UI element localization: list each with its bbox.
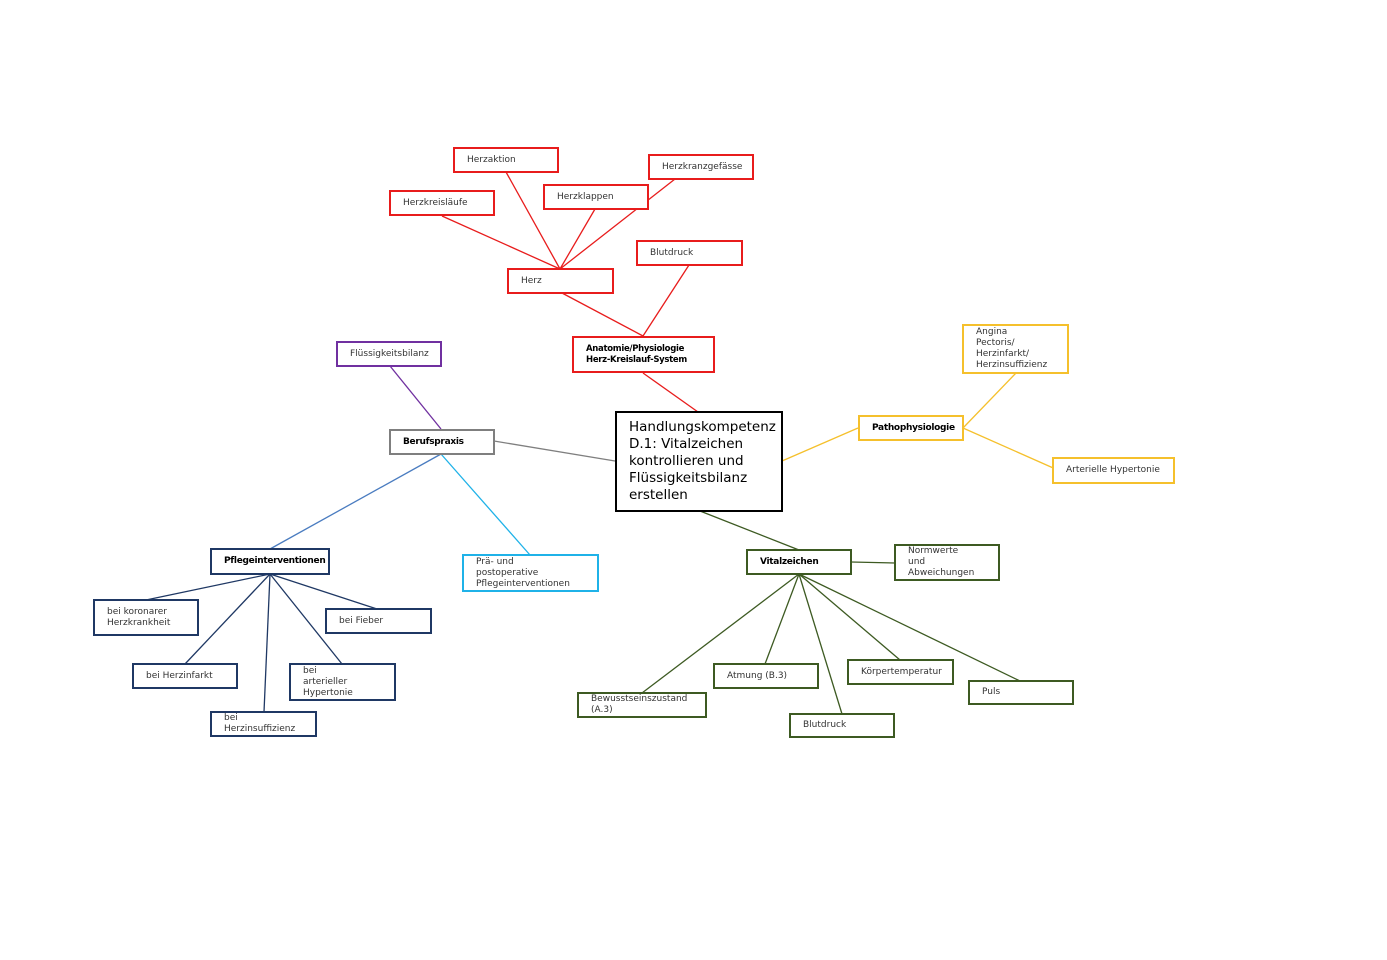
node-bewusstseinszustand[interactable]: Bewusstseinszustand (A.3) (577, 692, 707, 718)
node-anatomie[interactable]: Anatomie/Physiologie Herz-Kreislauf-Syst… (572, 336, 715, 373)
connector (641, 573, 800, 694)
connector (145, 573, 271, 601)
connector (642, 264, 690, 337)
connector (559, 178, 676, 270)
node-herzinsuffizienz[interactable]: bei Herzinsuffizienz (210, 711, 317, 737)
node-angina-pectoris[interactable]: Angina Pectoris/ Herzinfarkt/ Herzinsuff… (962, 324, 1069, 374)
connector (389, 365, 442, 430)
node-herzkreislaeufe[interactable]: Herzkreisläufe (389, 190, 495, 216)
connector (505, 171, 561, 270)
connector (184, 573, 271, 665)
connector (440, 453, 531, 556)
connector (798, 573, 1021, 682)
connector (798, 573, 843, 715)
node-herzaktion[interactable]: Herzaktion (453, 147, 559, 173)
node-arterielle-hypertonie-pflege[interactable]: bei arterieller Hypertonie (289, 663, 396, 701)
connector (699, 510, 800, 551)
node-koerpertemperatur[interactable]: Körpertemperatur (847, 659, 954, 685)
connector (493, 440, 616, 462)
node-prae-postoperative[interactable]: Prä- und postoperative Pflegeinterventio… (462, 554, 599, 592)
node-fluessigkeitsbilanz[interactable]: Flüssigkeitsbilanz (336, 341, 442, 367)
connector (559, 208, 596, 270)
connector (781, 427, 859, 462)
connector (798, 573, 901, 661)
connector (441, 215, 561, 270)
node-herzklappen[interactable]: Herzklappen (543, 184, 649, 210)
connector (269, 573, 378, 610)
central-topic-label: Handlungskompetenz D.1: Vitalzeichen kon… (629, 419, 776, 503)
node-herzkranzgefaesse[interactable]: Herzkranzgefässe (648, 154, 754, 180)
node-vitalzeichen[interactable]: Vitalzeichen (746, 549, 852, 575)
node-normwerte[interactable]: Normwerte und Abweichungen (894, 544, 1000, 581)
connector (642, 372, 699, 413)
connector (269, 453, 442, 550)
node-berufspraxis[interactable]: Berufspraxis (389, 429, 495, 455)
connector (962, 372, 1017, 429)
node-pflegeinterventionen[interactable]: Pflegeinterventionen (210, 548, 330, 575)
central-topic[interactable]: Handlungskompetenz D.1: Vitalzeichen kon… (615, 411, 783, 512)
node-fieber[interactable]: bei Fieber (325, 608, 432, 634)
node-herz[interactable]: Herz (507, 268, 614, 294)
connector (764, 573, 800, 665)
connector (561, 292, 644, 337)
node-herzinfarkt[interactable]: bei Herzinfarkt (132, 663, 238, 689)
node-atmung[interactable]: Atmung (B.3) (713, 663, 819, 689)
connector (269, 573, 343, 665)
node-arterielle-hypertonie[interactable]: Arterielle Hypertonie (1052, 457, 1175, 484)
connector (962, 427, 1061, 472)
connector (263, 573, 271, 713)
node-koronare-herzkrankheit[interactable]: bei koronarer Herzkrankheit (93, 599, 199, 636)
node-puls[interactable]: Puls (968, 680, 1074, 705)
node-blutdruck-vital[interactable]: Blutdruck (789, 713, 895, 738)
node-blutdruck-anatomie[interactable]: Blutdruck (636, 240, 743, 266)
node-pathophysiologie[interactable]: Pathophysiologie (858, 415, 964, 441)
connector (850, 561, 896, 564)
